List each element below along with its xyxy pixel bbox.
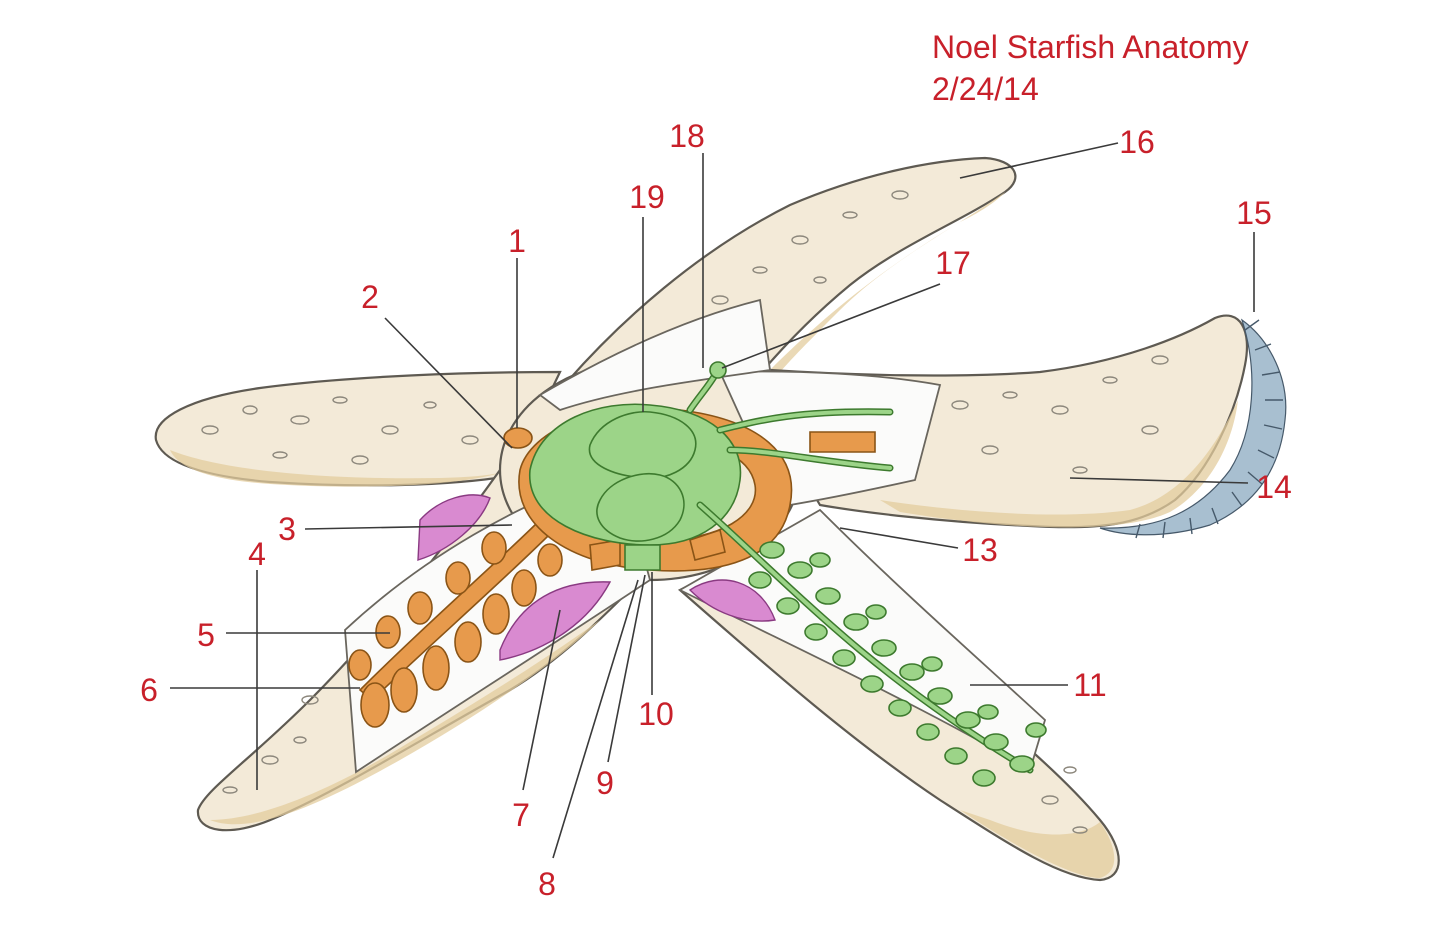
cutaway-upper-arm — [538, 298, 772, 412]
diagram-date: 2/24/14 — [932, 71, 1039, 107]
diagram-title: Noel Starfish Anatomy — [932, 29, 1249, 65]
gonads — [417, 494, 776, 661]
label-9: 9 — [596, 765, 614, 801]
label-18: 18 — [669, 118, 705, 154]
skin-ossicles — [201, 190, 1169, 834]
label-10: 10 — [638, 696, 674, 732]
label-3: 3 — [278, 511, 296, 547]
label-16: 16 — [1119, 124, 1155, 160]
intestinal-caecum — [809, 431, 876, 453]
label-6: 6 — [140, 672, 158, 708]
leader-lines — [170, 142, 1255, 859]
madreporite — [503, 427, 533, 449]
ampullae — [748, 541, 1047, 787]
part-number-labels: 1 2 3 4 5 6 7 8 9 10 11 13 14 15 16 17 1… — [140, 118, 1292, 902]
label-1: 1 — [508, 223, 526, 259]
label-19: 19 — [629, 179, 665, 215]
label-5: 5 — [197, 617, 215, 653]
label-7: 7 — [512, 797, 530, 833]
label-4: 4 — [248, 536, 266, 572]
starfish-illustration — [154, 156, 1287, 882]
label-15: 15 — [1236, 195, 1272, 231]
label-2: 2 — [361, 279, 379, 315]
pyloric-caeca — [348, 518, 563, 728]
label-8: 8 — [538, 866, 556, 902]
water-vascular-system — [529, 366, 1034, 774]
label-11: 11 — [1073, 667, 1106, 703]
tube-feet-fringe — [1099, 318, 1287, 539]
label-14: 14 — [1256, 469, 1292, 505]
label-17: 17 — [935, 245, 971, 281]
label-13: 13 — [962, 532, 998, 568]
stone-canal-top — [709, 361, 727, 379]
